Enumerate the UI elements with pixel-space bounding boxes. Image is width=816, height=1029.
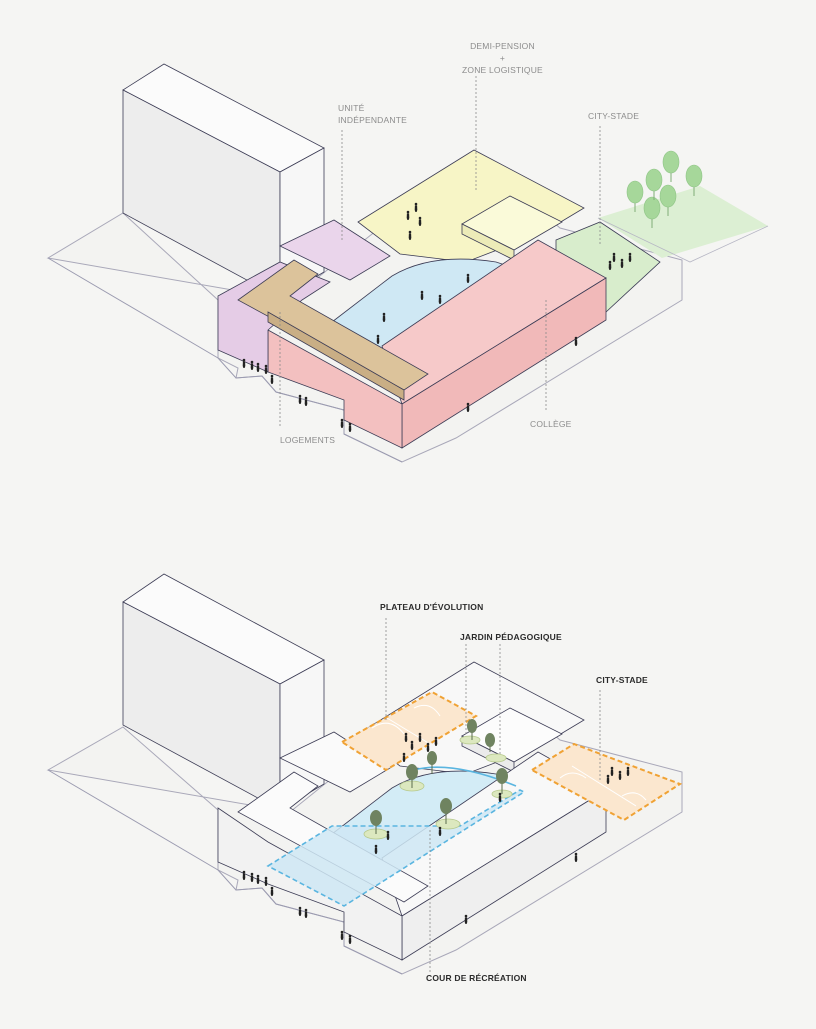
label-city-stade-bottom: CITY-STADE	[596, 675, 648, 685]
trees-bottom	[370, 719, 508, 834]
label-jardin-pedagogique: JARDIN PÉDAGOGIQUE	[460, 632, 562, 642]
cour-recreation-zone	[266, 789, 526, 907]
bottom-diagram	[46, 573, 683, 975]
label-demi-pension-line1: DEMI-PENSION	[470, 41, 535, 51]
top-diagram	[46, 63, 769, 463]
label-zone-logistique: ZONE LOGISTIQUE	[462, 65, 543, 75]
label-logements: LOGEMENTS	[280, 435, 336, 445]
city-stade-court-lines	[559, 765, 647, 807]
label-cour-recreation: COUR DE RÉCRÉATION	[426, 973, 527, 983]
leader-lines-bottom	[385, 618, 601, 972]
trees-top	[626, 150, 703, 228]
leader-lines-top	[279, 76, 601, 428]
label-plateau-evolution: PLATEAU D'ÉVOLUTION	[380, 602, 484, 612]
label-plus: +	[499, 53, 506, 63]
ground-edge-line-bottom	[47, 769, 403, 975]
unite-independante-top	[279, 219, 391, 281]
logements-front-face	[267, 311, 405, 401]
park-area	[598, 186, 768, 258]
label-unite-independante: UNITÉ INDÉPENDANTE	[338, 102, 407, 126]
label-unite-line2: INDÉPENDANTE	[338, 115, 407, 125]
park-road-edge	[597, 217, 769, 263]
label-demi-pension: DEMI-PENSION + ZONE LOGISTIQUE	[462, 40, 543, 76]
plateau-court-lines	[371, 704, 441, 745]
unite-independante-top-bottom	[279, 731, 391, 793]
label-city-stade-top: CITY-STADE	[588, 111, 640, 121]
label-unite-line1: UNITÉ	[338, 103, 365, 113]
ground-edge-line	[47, 257, 403, 463]
city-stade-zone-bottom	[530, 742, 683, 822]
label-college: COLLÈGE	[530, 419, 572, 429]
